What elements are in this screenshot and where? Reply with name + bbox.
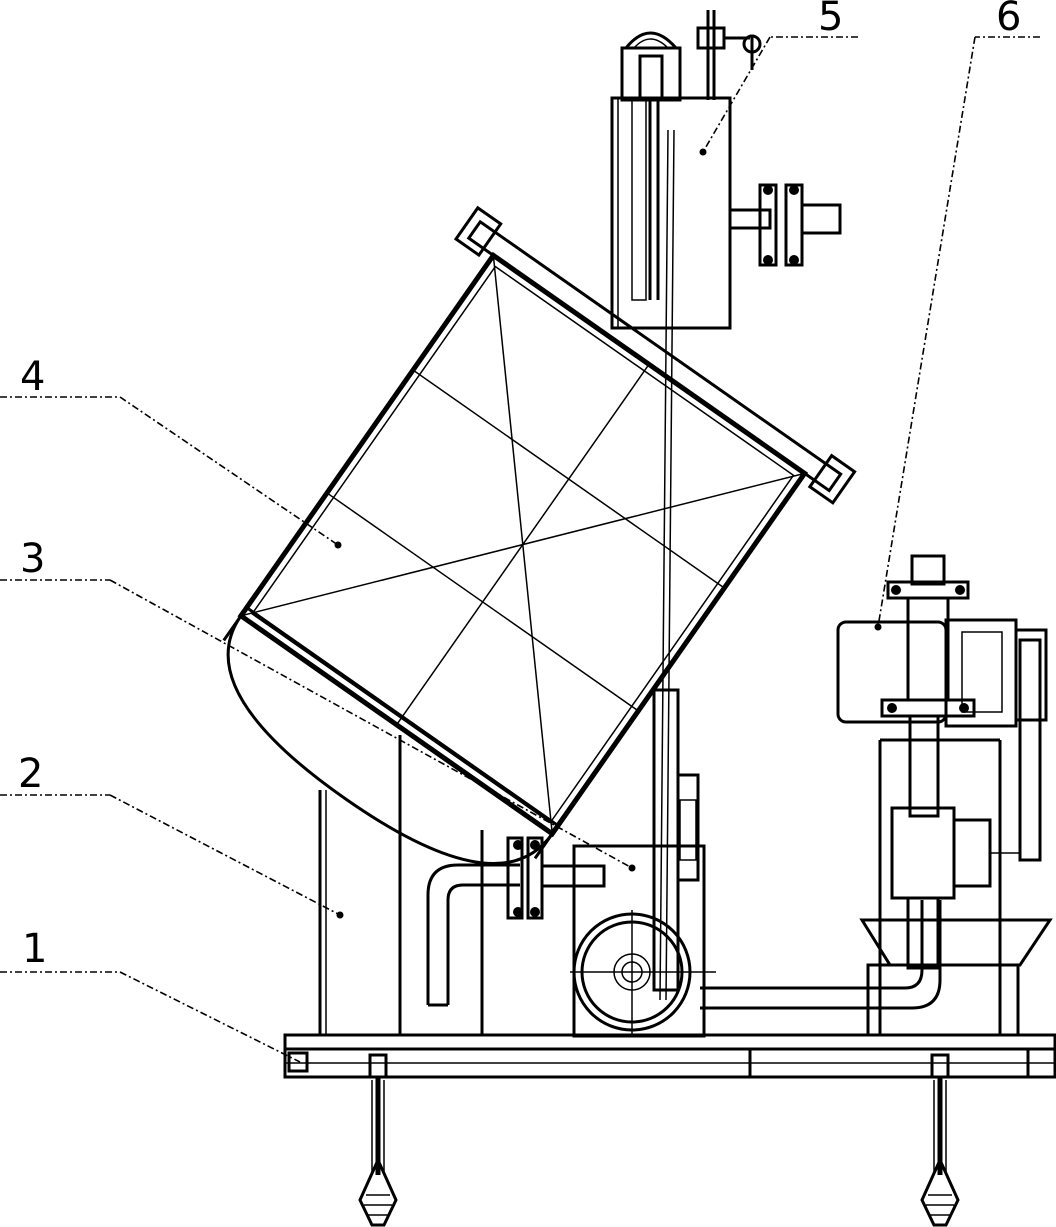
callout-5: 5 (818, 0, 843, 40)
discharge-pipe (700, 900, 942, 1010)
inlet-pipe (426, 836, 606, 1007)
callout-4: 4 (20, 354, 45, 400)
vertical-rod (659, 129, 675, 1001)
leader-lines (0, 36, 1040, 1063)
callout-1: 1 (22, 926, 47, 972)
feed-hopper (610, 10, 842, 330)
callout-3: 3 (20, 536, 45, 582)
callout-2: 2 (18, 751, 43, 797)
right-unit (836, 554, 1053, 1037)
pump-motor (570, 688, 716, 1038)
anchor-bolt-right (920, 1053, 960, 1227)
tilted-vessel (222, 205, 857, 866)
callout-6: 6 (996, 0, 1021, 40)
anchor-bolt-left (358, 1053, 398, 1227)
